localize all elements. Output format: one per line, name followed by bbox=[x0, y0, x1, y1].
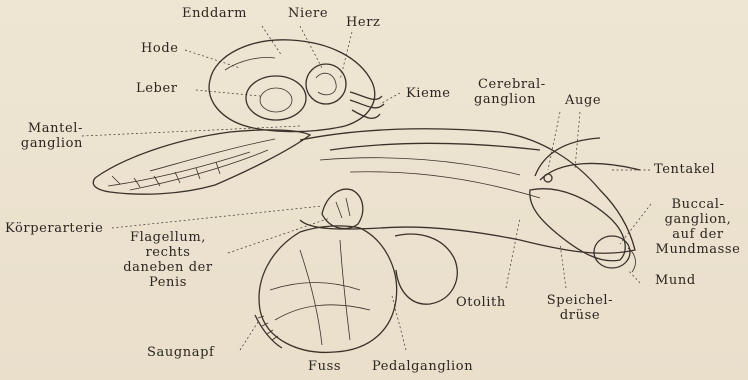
label-speicheldruese-line1: Speichel- bbox=[540, 293, 620, 308]
central-ganglion bbox=[322, 189, 363, 228]
label-otolith: Otolith bbox=[456, 295, 506, 310]
foot-lobe bbox=[255, 226, 397, 352]
label-mantelganglion-line2: ganglion bbox=[5, 136, 83, 151]
label-saugnapf: Saugnapf bbox=[147, 345, 214, 360]
label-enddarm: Enddarm bbox=[182, 6, 247, 21]
visceral-hump bbox=[209, 40, 384, 132]
label-niere: Niere bbox=[288, 6, 328, 21]
label-hode: Hode bbox=[141, 41, 179, 56]
label-herz: Herz bbox=[346, 15, 381, 30]
label-speicheldruese-line2: drüse bbox=[540, 308, 620, 323]
label-flagellum-line4: Penis bbox=[108, 275, 228, 290]
right-foot-lobe bbox=[395, 234, 457, 304]
label-tentakel: Tentakel bbox=[654, 162, 715, 177]
label-kieme: Kieme bbox=[406, 86, 451, 101]
label-koerperarterie: Körperarterie bbox=[5, 221, 103, 236]
label-auge: Auge bbox=[565, 93, 601, 108]
label-buccalganglion: Buccal- ganglion, auf der Mundmasse bbox=[651, 197, 745, 257]
label-cerebralganglion-line2: ganglion bbox=[474, 92, 546, 107]
label-speicheldruese: Speichel- drüse bbox=[540, 293, 620, 323]
label-mantelganglion-line1: Mantel- bbox=[5, 121, 83, 136]
label-fuss: Fuss bbox=[308, 359, 341, 374]
label-cerebralganglion-line1: Cerebral- bbox=[474, 77, 546, 92]
label-mantelganglion: Mantel- ganglion bbox=[5, 121, 83, 151]
label-flagellum-line3: daneben der bbox=[108, 260, 228, 275]
body-shaft bbox=[300, 129, 635, 254]
label-leber: Leber bbox=[136, 81, 178, 96]
label-cerebralganglion: Cerebral- ganglion bbox=[474, 77, 546, 107]
label-flagellum-line1: Flagellum, bbox=[108, 230, 228, 245]
label-mund: Mund bbox=[655, 273, 696, 288]
label-buccalganglion-line3: auf der bbox=[651, 227, 745, 242]
label-buccalganglion-line1: Buccal- bbox=[651, 197, 745, 212]
label-buccalganglion-line4: Mundmasse bbox=[651, 242, 745, 257]
mantle-lobe bbox=[93, 130, 310, 194]
label-pedalganglion: Pedalganglion bbox=[372, 359, 473, 374]
label-flagellum: Flagellum, rechts daneben der Penis bbox=[108, 230, 228, 290]
label-flagellum-line2: rechts bbox=[108, 245, 228, 260]
label-buccalganglion-line2: ganglion, bbox=[651, 212, 745, 227]
